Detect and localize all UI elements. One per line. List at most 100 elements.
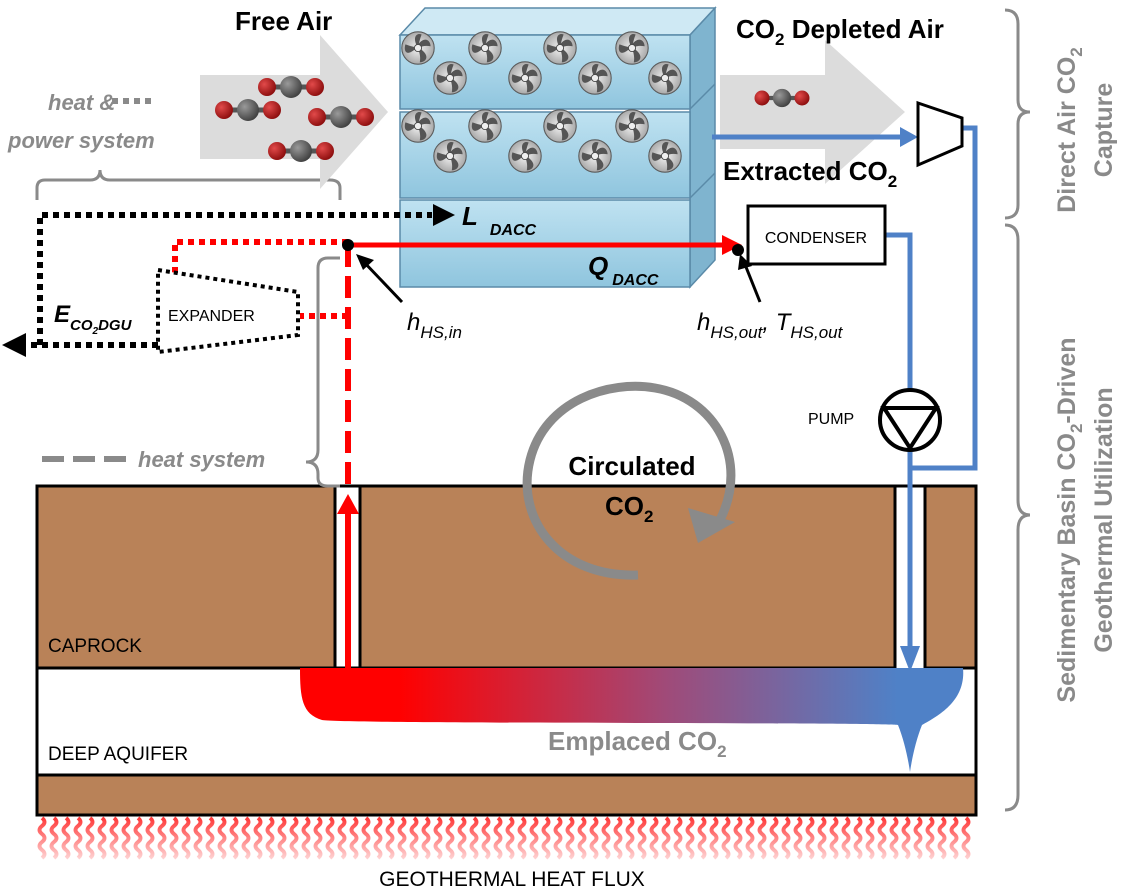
- heat-flux-wave: [949, 816, 959, 860]
- heat-flux-wave: [745, 816, 755, 860]
- heat-flux-wave: [97, 816, 107, 860]
- dac-bracket: [1004, 8, 1031, 220]
- heat-flux-wave: [805, 816, 815, 860]
- heat-flux-wave: [409, 816, 419, 860]
- expander-icon: [156, 267, 300, 355]
- heat-flux-wave: [637, 816, 647, 860]
- heat-flux-waves: [37, 816, 971, 860]
- fan-icon: [648, 139, 682, 173]
- pump-icon: [878, 388, 942, 452]
- condenser-box: [746, 204, 887, 266]
- heat-flux-wave: [157, 816, 167, 860]
- heat-flux-wave: [373, 816, 383, 860]
- fan-icon: [508, 139, 542, 173]
- fan-icon: [615, 31, 649, 65]
- heat-flux-wave: [817, 816, 827, 860]
- circulated-arrow: [522, 381, 736, 580]
- heat-flux-wave: [481, 816, 491, 860]
- heat-flux-wave: [313, 816, 323, 860]
- heat-flux-wave: [301, 816, 311, 860]
- circulated-label: Circulated: [568, 451, 695, 481]
- heat-flux-wave: [433, 816, 443, 860]
- heat-flux-wave: [757, 816, 767, 860]
- heat-flux-wave: [601, 816, 611, 860]
- heat-flux-wave: [901, 816, 911, 860]
- heat-flux-wave: [721, 816, 731, 860]
- blue-arrowhead-injection: [900, 646, 920, 672]
- heat-flux-wave: [37, 816, 47, 860]
- heat-flux-wave: [925, 816, 935, 860]
- h-t-hs-out-label: hHS,out, THS,out: [697, 309, 844, 342]
- heat-flux-wave: [889, 816, 899, 860]
- heat-flux-wave: [133, 816, 143, 860]
- heat-flux-wave: [613, 816, 623, 860]
- fan-icon: [543, 109, 577, 143]
- heat-flux-wave: [937, 816, 947, 860]
- pointer-in: [360, 258, 404, 304]
- depleted-air-arrow: [720, 40, 905, 184]
- heat-flux-wave: [781, 816, 791, 860]
- heat-flux-wave: [73, 816, 83, 860]
- heat-flux-wave: [517, 816, 527, 860]
- h-hs-in-label: hHS,in: [407, 309, 462, 342]
- co2-molecule: [215, 99, 281, 121]
- heat-flux-wave: [913, 816, 923, 860]
- fan-icon: [508, 61, 542, 95]
- caprock-label: CAPROCK: [48, 636, 142, 657]
- heat-flux-wave: [541, 816, 551, 860]
- heat-flux-wave: [349, 816, 359, 860]
- free-air-arrow: [200, 35, 388, 189]
- heat-flux-wave: [673, 816, 683, 860]
- heat-flux-wave: [337, 816, 347, 860]
- heat-flux-wave: [469, 816, 479, 860]
- co2-molecule: [755, 89, 810, 107]
- side-label-geo-1: Sedimentary Basin CO2-Driven: [1053, 337, 1086, 702]
- heat-system-bracket: [305, 256, 340, 488]
- fan-icon: [401, 109, 435, 143]
- blue-co2-loop: [712, 125, 978, 660]
- heat-flux-wave: [685, 816, 695, 860]
- heat-flux-wave: [649, 816, 659, 860]
- geothermal-heat-flux-label: GEOTHERMAL HEAT FLUX: [379, 868, 645, 890]
- heat-flux-wave: [661, 816, 671, 860]
- heat-power-bracket: [35, 169, 342, 200]
- heat-flux-wave: [697, 816, 707, 860]
- pointer-in-head: [356, 254, 374, 270]
- red-arrowhead-well: [337, 494, 359, 514]
- fan-icon: [615, 109, 649, 143]
- state-point-out: [732, 244, 744, 256]
- heat-flux-wave: [169, 816, 179, 860]
- heat-flux-wave: [397, 816, 407, 860]
- geothermal-bracket: [1004, 223, 1031, 812]
- heat-flux-wave: [229, 816, 239, 860]
- co2-depleted-air-label: CO2 Depleted Air: [736, 14, 944, 49]
- heat-flux-wave: [829, 816, 839, 860]
- heat-flux-wave: [793, 816, 803, 860]
- side-label-dac-2: Capture: [1090, 83, 1118, 178]
- co2-molecule: [308, 106, 374, 128]
- compressor-icon: [916, 100, 964, 168]
- fan-icon: [433, 139, 467, 173]
- caprock-left: [35, 484, 337, 670]
- heat-flux-wave: [529, 816, 539, 860]
- heat-flux-wave: [277, 816, 287, 860]
- extracted-co2-label: Extracted CO2: [723, 156, 897, 191]
- fan-icon: [578, 139, 612, 173]
- arrowhead-ldacc: [433, 204, 455, 226]
- heat-flux-wave: [733, 816, 743, 860]
- caprock-right: [923, 484, 978, 670]
- circulated-arrowhead: [688, 508, 735, 543]
- fan-icon: [401, 31, 435, 65]
- deep-aquifer-label: DEEP AQUIFER: [48, 744, 188, 765]
- e-co2dgu-label: ECO2DGU: [54, 301, 133, 337]
- red-arrowhead-qdacc: [722, 235, 742, 255]
- condenser-label: CONDENSER: [765, 230, 867, 247]
- heat-flux-wave: [565, 816, 575, 860]
- heat-flux-wave: [421, 816, 431, 860]
- heat-flux-wave: [709, 816, 719, 860]
- fan-icon: [578, 61, 612, 95]
- heat-power-label-2: power system: [7, 128, 155, 153]
- fan-icon: [468, 109, 502, 143]
